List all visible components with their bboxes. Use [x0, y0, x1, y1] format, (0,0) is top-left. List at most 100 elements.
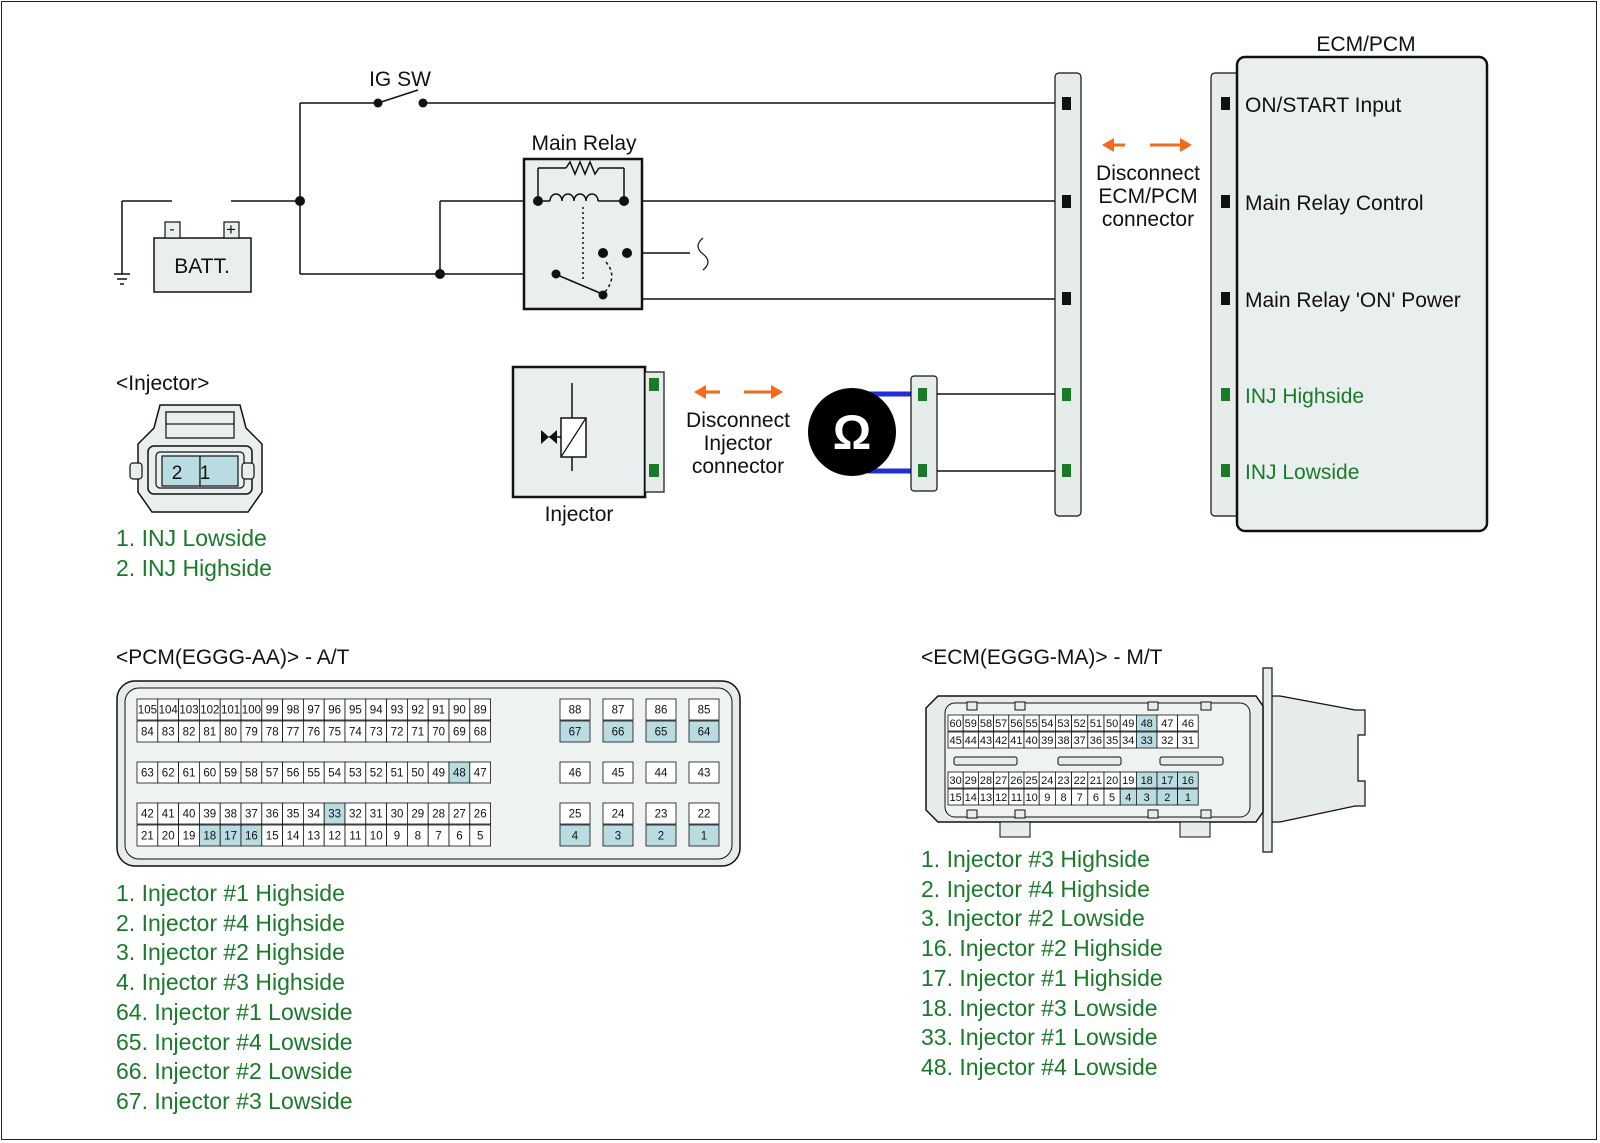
- pcm-pin-label: 103: [179, 705, 198, 717]
- pcm-pin-label: 70: [432, 727, 445, 739]
- pcm-pin-85: [688, 698, 720, 721]
- pcm-pin-label: 64: [698, 727, 711, 739]
- pcm-pin-label: 80: [224, 727, 237, 739]
- ecm-pin-label: 43: [980, 735, 992, 747]
- pcm-pin-label: 34: [307, 809, 320, 821]
- ecm-pin-label: Main Relay Control: [1245, 192, 1424, 215]
- ecm-pin-31: [1177, 731, 1199, 749]
- pcm-legend-item: 67. Injector #3 Lowside: [116, 1087, 353, 1114]
- pcm-pin-label: 46: [569, 768, 582, 780]
- pcm-pin-label: 63: [141, 768, 154, 780]
- ecm-pin-label: 11: [1011, 792, 1022, 804]
- pcm-pin-label: 17: [224, 831, 237, 843]
- pcm-pin-label: 9: [394, 831, 400, 843]
- pcm-pin-label: 101: [221, 705, 240, 717]
- pcm-pin-label: 77: [287, 727, 300, 739]
- pcm-pin-67: [559, 720, 591, 743]
- pcm-pin-label: 11: [349, 831, 361, 843]
- pcm-pin-label: 75: [328, 727, 341, 739]
- main-relay-label: Main Relay: [531, 132, 637, 155]
- pcm-pin-label: 51: [391, 768, 404, 780]
- pcm-pin-label: 35: [287, 809, 300, 821]
- pcm-pin-64: [688, 720, 720, 743]
- ecm-title: ECM/PCM: [1316, 33, 1415, 56]
- pcm-pin-label: 1: [701, 831, 707, 843]
- ohmmeter: Ω: [808, 375, 938, 492]
- pcm-pin-label: 8: [415, 831, 421, 843]
- pcm-pin-label: 87: [612, 705, 625, 717]
- disconnect-injector-label: Disconnect Injector connector: [686, 409, 790, 478]
- svg-text:Disconnect: Disconnect: [1096, 162, 1200, 185]
- ecm-connector-title: <ECM(EGGG-MA)> - M/T: [921, 646, 1163, 669]
- ig-switch: IG SW: [369, 68, 431, 108]
- ecm-pin-label: 1: [1185, 792, 1191, 804]
- pcm-pin-label: 98: [287, 705, 300, 717]
- pcm-pin-label: 24: [612, 809, 625, 821]
- ecm-pin-label: ON/START Input: [1245, 94, 1402, 117]
- ecm-pin-label: 34: [1122, 735, 1134, 747]
- pcm-pin-68: [469, 720, 491, 743]
- injector-connector-face: <Injector> 2 1 1. INJ Lowside 2. INJ Hig…: [116, 372, 272, 581]
- ecm-pin-label: 38: [1057, 735, 1069, 747]
- pcm-legend-item: 1. Injector #1 Highside: [116, 880, 345, 906]
- disconnect-injector-arrows: [694, 385, 783, 399]
- ecm-pin-label: 3: [1144, 792, 1150, 804]
- pcm-pin-4: [559, 824, 591, 847]
- ecm-pin-label: 23: [1057, 775, 1069, 787]
- svg-text:ECM/PCM: ECM/PCM: [1098, 185, 1197, 208]
- pcm-pin-label: 4: [572, 831, 579, 843]
- pcm-pin-label: 30: [391, 809, 404, 821]
- pcm-pin-label: 29: [411, 809, 424, 821]
- ecm-pin-label: 18: [1141, 775, 1153, 787]
- ecm-pin-label: 21: [1090, 775, 1102, 787]
- ground-icon: [114, 273, 130, 285]
- pcm-pin-label: 91: [432, 705, 445, 717]
- main-relay: Main Relay: [522, 132, 709, 311]
- svg-text:Disconnect: Disconnect: [686, 409, 790, 432]
- disconnect-ecm-label: Disconnect ECM/PCM connector: [1096, 162, 1200, 231]
- pcm-pin-89: [469, 698, 491, 721]
- pcm-pin-label: 71: [411, 727, 424, 739]
- ecm-pin-label: 45: [949, 735, 961, 747]
- ecm-pin-label: 22: [1074, 775, 1086, 787]
- pcm-pin-legend: 1. Injector #1 Highside 2. Injector #4 H…: [116, 879, 353, 1117]
- ecm-pin-label: 48: [1141, 718, 1153, 730]
- pcm-pin-label: 50: [411, 768, 424, 780]
- ecm-pin-label: 42: [995, 735, 1007, 747]
- ecm-pin-label: 58: [980, 718, 992, 730]
- pcm-pin-label: 10: [370, 831, 383, 843]
- ecm-pin-label: 15: [949, 792, 961, 804]
- ecm-legend-item: 48. Injector #4 Lowside: [921, 1053, 1158, 1080]
- pcm-pin-label: 84: [141, 727, 154, 739]
- ecm-pin-label: 9: [1044, 792, 1050, 804]
- injector-pin-2: 2: [172, 463, 183, 484]
- ecm-pin-label: 55: [1025, 718, 1037, 730]
- pcm-pin-label: 37: [245, 809, 258, 821]
- pcm-pin-label: 5: [477, 831, 483, 843]
- ecm-pin-label: 16: [1182, 775, 1194, 787]
- pcm-pin-label: 82: [183, 727, 196, 739]
- pcm-pin-label: 36: [266, 809, 279, 821]
- pcm-pin-label: 72: [391, 727, 404, 739]
- pcm-pin-label: 47: [474, 768, 487, 780]
- ecm-pin-label: 26: [1010, 775, 1022, 787]
- ecm-pin-label: 53: [1057, 718, 1069, 730]
- ecm-pin-label: 5: [1109, 792, 1115, 804]
- pcm-pin-label: 15: [266, 831, 279, 843]
- ecm-pin-label: INJ Highside: [1245, 385, 1364, 408]
- ecm-pin-label: 49: [1122, 718, 1134, 730]
- ecm-legend-item: 1. Injector #3 Highside: [921, 846, 1150, 872]
- ecm-pin-16: [1177, 771, 1199, 789]
- ecm-pin-label: 4: [1125, 792, 1131, 804]
- pcm-pin-label: 94: [370, 705, 383, 717]
- ecm-legend-item: 33. Injector #1 Lowside: [921, 1024, 1158, 1051]
- svg-text:connector: connector: [692, 455, 784, 478]
- pcm-pin-label: 66: [612, 727, 625, 739]
- pcm-pin-label: 56: [287, 768, 300, 780]
- pcm-pin-label: 23: [655, 809, 668, 821]
- battery-minus-label: -: [169, 221, 174, 238]
- pcm-legend-item: 2. Injector #4 Highside: [116, 909, 345, 936]
- pcm-pin-label: 76: [307, 727, 320, 739]
- ecm-pin-label: 54: [1041, 718, 1053, 730]
